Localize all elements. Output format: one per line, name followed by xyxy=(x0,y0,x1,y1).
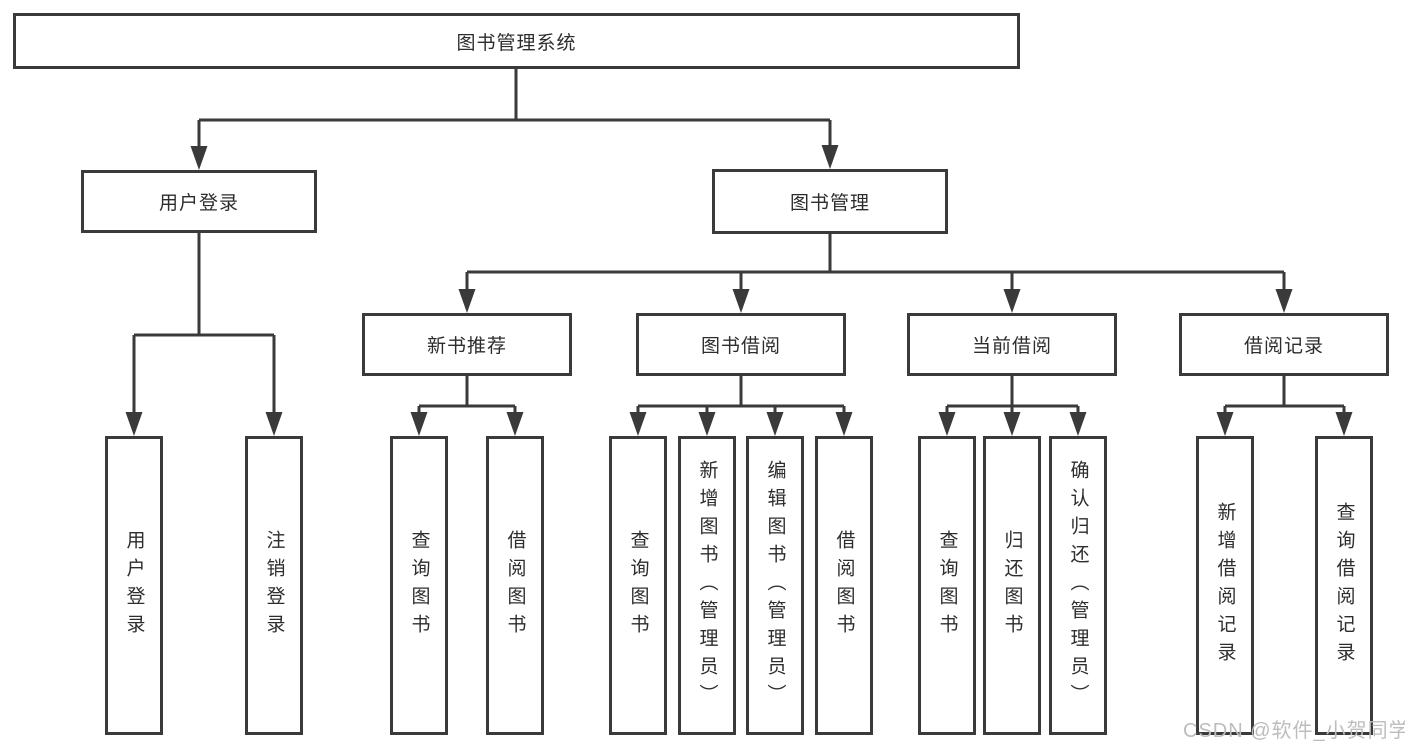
leaf-bb-edit-books-admin: 编辑图书（管理员） xyxy=(746,436,804,735)
node-borrow-records: 借阅记录 xyxy=(1179,313,1389,376)
node-book-management: 图书管理 xyxy=(712,169,948,234)
leaf-label: 查询图书 xyxy=(936,529,958,642)
node-label: 图书借阅 xyxy=(700,336,781,357)
leaf-label: 查询图书 xyxy=(627,529,649,642)
leaf-label: 编辑图书（管理员） xyxy=(764,459,786,712)
leaf-br-add-record: 新增借阅记录 xyxy=(1196,436,1254,735)
node-label: 图书管理 xyxy=(789,193,870,214)
leaf-br-query-record: 查询借阅记录 xyxy=(1315,436,1373,735)
leaf-cb-return-books: 归还图书 xyxy=(983,436,1041,735)
leaf-cb-query-books: 查询图书 xyxy=(918,436,976,735)
leaf-bb-borrow-books: 借阅图书 xyxy=(815,436,873,735)
node-new-book-recommend: 新书推荐 xyxy=(362,313,572,376)
leaf-bb-add-books-admin: 新增图书（管理员） xyxy=(678,436,736,735)
leaf-label: 新增借阅记录 xyxy=(1214,501,1236,670)
leaf-label: 查询借阅记录 xyxy=(1333,501,1355,670)
leaf-label: 借阅图书 xyxy=(833,529,855,642)
leaf-label: 借阅图书 xyxy=(504,529,526,642)
node-root-system: 图书管理系统 xyxy=(13,13,1020,69)
leaf-logout: 注销登录 xyxy=(245,436,303,735)
leaf-label: 注销登录 xyxy=(263,529,285,642)
leaf-label: 查询图书 xyxy=(408,529,430,642)
leaf-label: 确认归还（管理员） xyxy=(1067,459,1089,712)
leaf-label: 归还图书 xyxy=(1001,529,1023,642)
leaf-cb-confirm-return-admin: 确认归还（管理员） xyxy=(1049,436,1107,735)
csdn-watermark: CSDN @软件_小贺同学 xyxy=(1183,720,1405,742)
node-user-login: 用户登录 xyxy=(81,170,317,233)
leaf-user-login: 用户登录 xyxy=(105,436,163,735)
leaf-label: 用户登录 xyxy=(123,529,145,642)
leaf-nbr-borrow-books: 借阅图书 xyxy=(486,436,544,735)
node-label: 新书推荐 xyxy=(426,336,507,357)
leaf-label: 新增图书（管理员） xyxy=(696,459,718,712)
node-label: 图书管理系统 xyxy=(456,32,577,54)
leaf-bb-query-books: 查询图书 xyxy=(609,436,667,735)
node-label: 借阅记录 xyxy=(1243,336,1324,357)
node-label: 用户登录 xyxy=(158,193,239,214)
node-book-borrow: 图书借阅 xyxy=(636,313,846,376)
leaf-nbr-query-books: 查询图书 xyxy=(390,436,448,735)
node-current-borrow: 当前借阅 xyxy=(907,313,1117,376)
node-label: 当前借阅 xyxy=(971,336,1052,357)
